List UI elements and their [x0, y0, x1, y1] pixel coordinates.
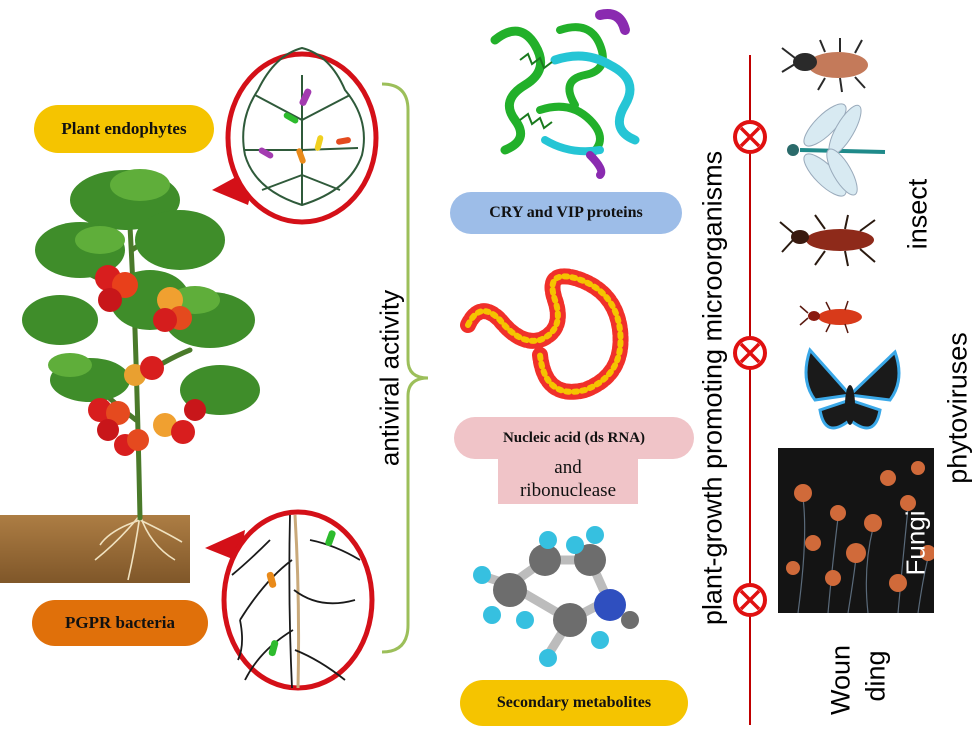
fungi-label: Fungi	[901, 510, 932, 575]
dragonfly-icon	[787, 103, 886, 197]
insect-text: insect	[902, 178, 933, 250]
red-beetle-icon	[799, 300, 862, 334]
ribonuclease-label: and ribonuclease	[498, 456, 638, 504]
inhibit-icon-2	[733, 336, 767, 370]
beetle-icon	[781, 38, 868, 93]
ribonuclease-line-2: ribonuclease	[519, 480, 616, 501]
pgpr-bacteria-label: PGPR bacteria	[32, 600, 208, 646]
longhorn-beetle-icon	[779, 214, 876, 267]
wounding-text-1: Woun	[825, 644, 856, 716]
inhibit-icon-3	[733, 583, 767, 617]
secondary-metabolites-text: Secondary metabolites	[496, 694, 652, 711]
ribonuclease-line-1: and	[554, 457, 582, 478]
phytoviruses-text: phytoviruses	[942, 332, 973, 484]
cry-vip-text: CRY and VIP proteins	[489, 204, 643, 221]
wounding-label-2: ding	[861, 650, 892, 701]
secondary-metabolites-label: Secondary metabolites	[460, 680, 688, 726]
phytoviruses-label: phytoviruses	[943, 332, 974, 484]
wounding-label-1: Woun	[826, 645, 857, 715]
plant-endophytes-label: Plant endophytes	[34, 105, 214, 153]
nucleic-acid-text: Nucleic acid (ds RNA)	[502, 429, 646, 446]
inhibit-icon-1	[733, 120, 767, 154]
wounding-text-2: ding	[860, 650, 891, 702]
nucleic-acid-label: Nucleic acid (ds RNA)	[454, 417, 694, 459]
pgpr-bacteria-text: PGPR bacteria	[65, 613, 175, 632]
plant-endophytes-text: Plant endophytes	[61, 119, 187, 138]
cry-vip-proteins-label: CRY and VIP proteins	[450, 192, 682, 234]
fungi-text: Fungi	[900, 510, 931, 576]
fungi-photo	[778, 448, 934, 613]
insect-label: insect	[903, 179, 934, 250]
moth-icon	[804, 347, 901, 430]
